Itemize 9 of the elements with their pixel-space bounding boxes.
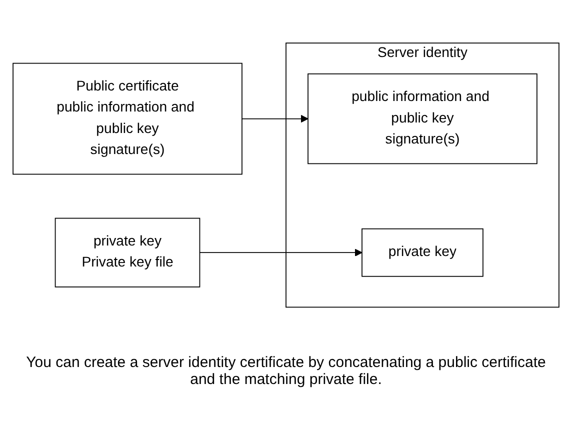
diagram-drawing: Server identity Public certificate public information and public key signature(s) private key Private key file public information and public key signature(s) private key (6, 36, 566, 314)
note-text: You can create a server identity certificate by concatenating a public certificate and the matching private file. (25, 354, 547, 388)
node-box (54, 218, 200, 288)
node-box (362, 228, 484, 277)
node-box (12, 62, 242, 175)
arrow (242, 114, 308, 123)
arrow (199, 248, 362, 256)
node-box (308, 73, 538, 164)
cluster (286, 42, 560, 308)
